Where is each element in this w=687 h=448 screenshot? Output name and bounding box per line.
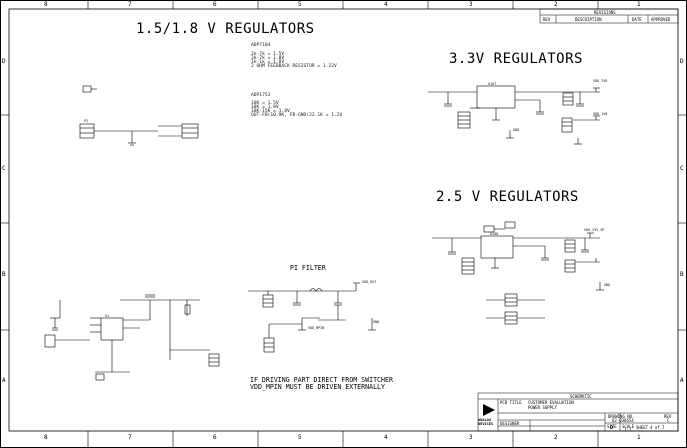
zone-left-b: B xyxy=(2,271,6,278)
rev-label: REV xyxy=(664,414,672,419)
sheet-label: SHEET xyxy=(636,425,649,430)
zone-bottom-7: 7 xyxy=(128,434,132,441)
designer-label: DESIGNER xyxy=(500,421,520,426)
net-label-gnd-pi: GND xyxy=(373,320,380,324)
zone-bottom-5: 5 xyxy=(298,434,302,441)
reg-33-title: 3.3V REGULATORS xyxy=(449,51,583,67)
adp7104-line-1: 2k-7k = 1.5V xyxy=(251,52,285,57)
reg-1518-title: 1.5/1.8 V REGULATORS xyxy=(136,21,315,37)
revisions-table xyxy=(539,8,679,24)
adp7104-line-2: 2k-7k = 1.8V xyxy=(251,56,285,61)
zone-bottom-2: 2 xyxy=(554,434,558,441)
net-label-vdd-7v0: VDD_7V0 xyxy=(593,79,608,83)
zone-top-3: 3 xyxy=(469,1,473,8)
scale-value: 1:1 xyxy=(624,427,632,432)
drawing-no: 02-036654 xyxy=(612,418,634,423)
size-label: SIZE xyxy=(607,424,617,429)
adi-logo-icon xyxy=(483,404,495,416)
revisions-col-desc: DESCRIPTION xyxy=(575,16,602,22)
adp1753-name: ADP1753 xyxy=(251,93,271,98)
reg-33-circuit xyxy=(428,85,600,145)
zone-right-d: D xyxy=(680,58,684,65)
title-block-header: SCHEMATIC xyxy=(570,394,592,399)
desc-label: PCB TITLE xyxy=(500,400,522,405)
reg-1518-circuit xyxy=(79,85,199,146)
size-value: D xyxy=(610,425,614,431)
switcher-note-line-1: IF DRIVING PART DIRECT FROM SWITCHER xyxy=(250,376,393,384)
zone-left-c: C xyxy=(2,165,6,172)
adp1753-line-3: 18K-15K = 1.8V xyxy=(251,109,290,114)
zone-left-a: A xyxy=(2,377,6,384)
adp1753-line-2: 18K = 1.8V xyxy=(251,105,279,110)
zone-right-a: A xyxy=(680,377,684,384)
adp7104-name: ADP7104 xyxy=(251,43,271,48)
zone-top-7: 7 xyxy=(128,1,132,8)
ref-p2: P2 xyxy=(84,119,89,123)
zone-right-c: C xyxy=(680,165,684,172)
reg-25-circuit xyxy=(432,221,604,325)
net-label-gnd-33: GND xyxy=(513,128,520,132)
rev-value: C xyxy=(667,418,670,423)
revisions-col-rev: REV xyxy=(543,16,551,22)
zone-left-d: D xyxy=(2,58,6,65)
switcher-note-line-2: VDD_MPIN MUST BE DRIVEN EXTERNALLY xyxy=(250,383,385,391)
zone-bottom-4: 4 xyxy=(384,434,388,441)
zone-bottom-1: 1 xyxy=(637,434,641,441)
ref-u1: U1 xyxy=(105,314,110,318)
adp1753-line-4: OUT-FB(10.9K, FB-GND(22.1K = 1.2V xyxy=(251,113,343,118)
sheet-of: 4 of 7 xyxy=(650,425,665,430)
scale-label: SCALE xyxy=(622,424,635,429)
adp7104-line-4: 2 OHM FEEDBACK RESISTOR = 1.22V xyxy=(251,64,337,69)
zone-top-5: 5 xyxy=(298,1,302,8)
adp1753-line-1: 18K = 1.5V xyxy=(251,101,279,106)
switcher-circuit xyxy=(44,294,220,381)
zone-bottom-6: 6 xyxy=(213,434,217,441)
net-label-gnd-25: GND xyxy=(604,283,611,287)
net-label-vdd-2v5: VDD_2V5_VP xyxy=(584,228,605,232)
title-block xyxy=(477,392,679,432)
zone-top-2: 2 xyxy=(554,1,558,8)
zone-top-1: 1 xyxy=(637,1,641,8)
zone-top-8: 8 xyxy=(44,1,48,8)
ref-u107: U107 xyxy=(488,82,497,86)
revisions-title: REVISIONS xyxy=(594,10,616,15)
pi-filter-circuit xyxy=(248,282,376,353)
drawing-border xyxy=(8,8,679,432)
net-label-vdd-mpin: VDD_MPIN xyxy=(308,326,325,330)
reg-25-title: 2.5 V REGULATORS xyxy=(436,189,579,205)
zone-bottom-8: 8 xyxy=(44,434,48,441)
revisions-col-approved: APPROVED xyxy=(651,16,671,22)
zone-top-4: 4 xyxy=(384,1,388,8)
ref-u108: U108 xyxy=(490,232,499,236)
net-label-vdd-out: VDD_OUT xyxy=(362,280,377,284)
desc-value: CUSTOMER EVALUATION xyxy=(528,400,574,405)
pi-filter-title: PI FILTER xyxy=(290,264,326,272)
adp7104-line-3: 1k-1k = 1.8V xyxy=(251,60,285,65)
company-name-line-2: DEVICES xyxy=(478,422,494,426)
zone-top-6: 6 xyxy=(213,1,217,8)
zone-bottom-3: 3 xyxy=(469,434,473,441)
desc-value-2: POWER SUPPLY xyxy=(528,405,557,410)
zone-right-b: B xyxy=(680,271,684,278)
drawing-no-label: DRAWING NO. xyxy=(608,414,635,419)
net-label-vdd-1v8: VDD_1V8 xyxy=(593,112,608,116)
company-name-line-1: ANALOG xyxy=(478,418,491,422)
revisions-col-date: DATE xyxy=(632,16,642,22)
